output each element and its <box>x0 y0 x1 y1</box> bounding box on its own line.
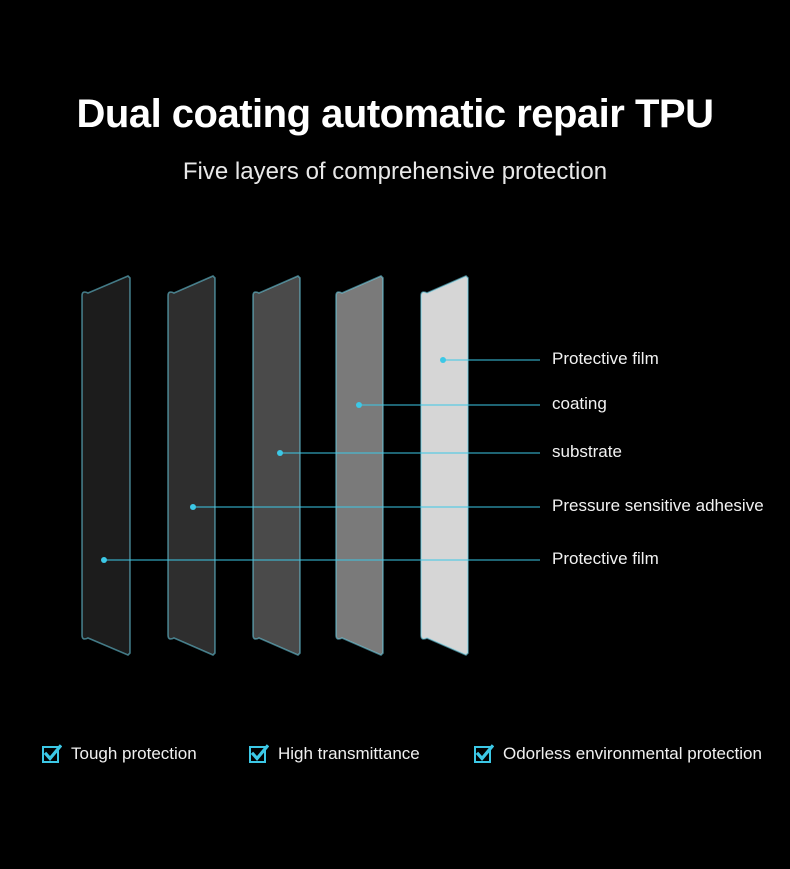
layer-label: Pressure sensitive adhesive <box>552 496 764 515</box>
layer-label: substrate <box>552 442 622 461</box>
check-icon <box>42 744 62 763</box>
leader-dot <box>356 402 362 408</box>
layer-label: Protective film <box>552 549 659 568</box>
leader-dot <box>440 357 446 363</box>
check-icon <box>474 744 494 763</box>
layer-panel <box>335 275 384 656</box>
leader-dot <box>101 557 107 563</box>
leader-dot <box>277 450 283 456</box>
feature-item-tough: Tough protection <box>42 744 197 764</box>
feature-item-odorless: Odorless environmental protection <box>474 744 762 764</box>
feature-label: Odorless environmental protection <box>503 744 762 763</box>
layer-label: Protective film <box>552 349 659 368</box>
layer-panel <box>167 275 216 656</box>
feature-item-transmittance: High transmittance <box>249 744 420 764</box>
page-subtitle: Five layers of comprehensive protection <box>182 158 608 185</box>
leader-dot <box>190 504 196 510</box>
page-title: Dual coating automatic repair TPU <box>76 92 714 136</box>
feature-label: High transmittance <box>278 744 420 763</box>
layer-panel <box>81 275 131 656</box>
check-icon <box>249 744 269 763</box>
feature-label: Tough protection <box>71 744 197 763</box>
layer-panel <box>252 275 301 656</box>
feature-list: Tough protection High transmittance Odor… <box>0 744 790 768</box>
layer-label: coating <box>552 394 607 413</box>
layer-panel <box>420 275 469 656</box>
